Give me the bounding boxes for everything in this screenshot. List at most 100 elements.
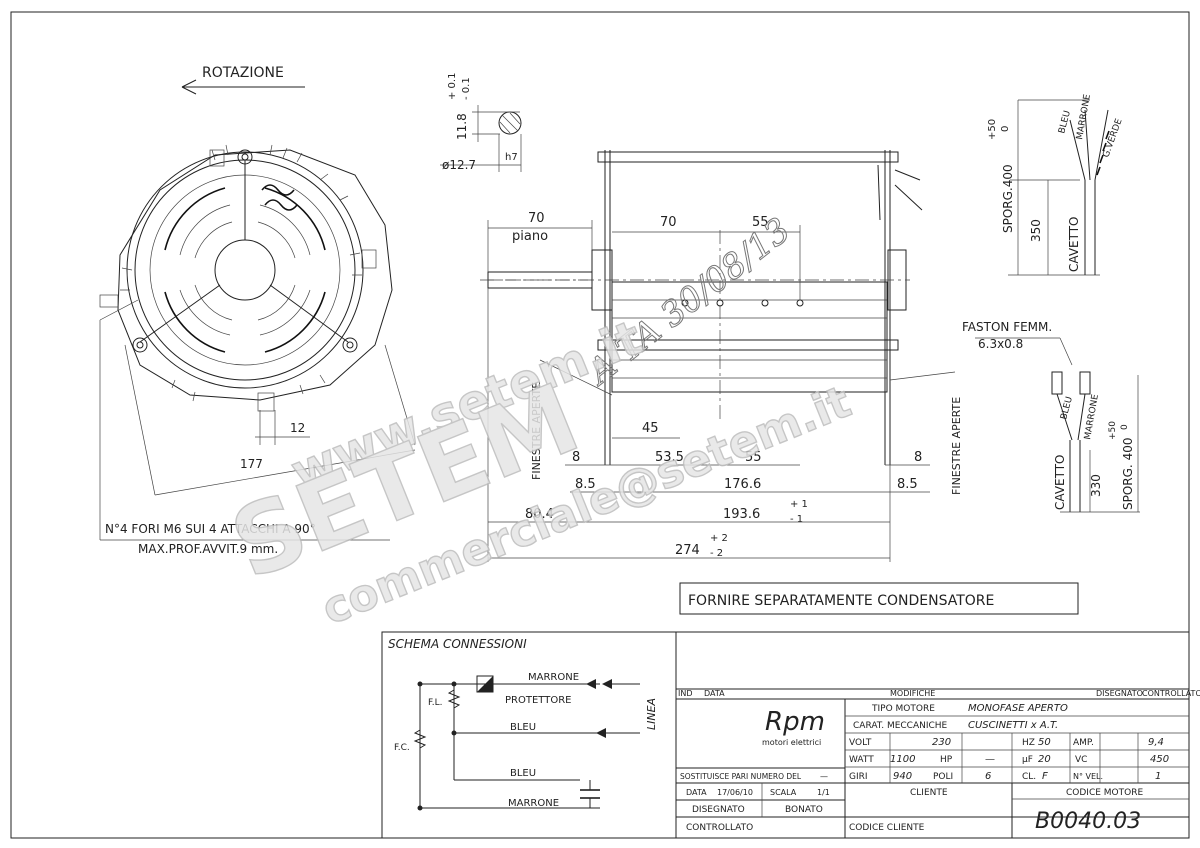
schema-fc: F.C.: [394, 743, 410, 753]
dim-70-top: 70: [528, 211, 545, 226]
class-value: F: [1042, 771, 1048, 782]
svg-text:CODICE CLIENTE: CODICE CLIENTE: [849, 823, 925, 833]
wire-marrone-bottom: MARRONE: [1083, 393, 1101, 440]
dim-193-6: 193.6: [723, 507, 760, 522]
cable-detail-top: SPORG.400 +50 0 350 CAVETTO BLEU MARRONE…: [987, 93, 1125, 276]
finestre-aperte-right: FINESTRE APERTE: [950, 397, 963, 495]
mechanical-features: CUSCINETTI x A.T.: [968, 720, 1058, 731]
rotation-label: ROTAZIONE: [202, 65, 284, 81]
dim-11-8: 11.8: [455, 113, 469, 140]
rotation-arrow-icon: [181, 79, 197, 95]
dim-12: 12: [290, 421, 305, 435]
svg-text:CONTROLLATO: CONTROLLATO: [1142, 689, 1200, 698]
svg-text:—: —: [985, 754, 995, 765]
front-view: 12 177 N°4 FORI M6 SUI 4 ATTACCHI A 90° …: [99, 144, 416, 556]
cable-detail-bottom: FASTON FEMM. 6.3x0.8 CAVETTO 330 SPORG. …: [962, 320, 1140, 513]
dim-55: 55: [752, 215, 769, 230]
wire-gverde-top: G.VERDE: [1101, 117, 1124, 159]
svg-text:IND: IND: [678, 689, 693, 698]
rpm-logo: Rpm: [765, 707, 825, 737]
finestre-aperte-left: FINESTRE APERTE: [530, 382, 543, 480]
motor-code: B0040.03: [1035, 809, 1141, 834]
capacitor-note: FORNIRE SEPARATAMENTE CONDENSATORE: [679, 582, 1079, 615]
rpm-logo-sub: motori elettrici: [762, 738, 821, 747]
dim-8-5-right: 8.5: [897, 477, 918, 492]
dim-80-4: 80.4: [525, 507, 554, 522]
svg-text:+ 0.1: + 0.1: [447, 73, 458, 100]
svg-text:HP: HP: [940, 755, 953, 765]
mounting-note-holes: N°4 FORI M6 SUI 4 ATTACCHI A 90°: [105, 522, 316, 536]
svg-text:MODIFICHE: MODIFICHE: [890, 689, 935, 698]
volt-value: 230: [932, 737, 951, 748]
svg-text:CODICE MOTORE: CODICE MOTORE: [1066, 788, 1143, 798]
svg-text:- 1: - 1: [790, 514, 803, 525]
svg-text:+ 1: + 1: [790, 499, 808, 510]
cavetto-top: CAVETTO: [1067, 216, 1081, 272]
svg-text:CL.: CL.: [1022, 772, 1036, 782]
mounting-note-depth: MAX.PROF.AVVIT.9 mm.: [138, 542, 278, 556]
svg-text:WATT: WATT: [849, 755, 874, 765]
svg-text:h7: h7: [505, 152, 518, 163]
drawing-date: 17/06/10: [717, 788, 753, 797]
svg-text:—: —: [820, 772, 828, 781]
svg-text:CONTROLLATO: CONTROLLATO: [686, 823, 753, 833]
svg-text:CLIENTE: CLIENTE: [910, 788, 948, 798]
rpm-value: 940: [893, 771, 912, 782]
dim-53-5: 53.5: [655, 450, 684, 465]
drawn-by: BONATO: [785, 805, 823, 815]
svg-text:GIRI: GIRI: [849, 772, 868, 782]
svg-text:0: 0: [1000, 126, 1011, 132]
piano-label: piano: [512, 229, 548, 244]
drawing-scale: 1/1: [817, 788, 830, 797]
svg-text:DISEGNATO: DISEGNATO: [1096, 689, 1143, 698]
speeds-value: 1: [1155, 771, 1161, 782]
wire-bleu-bottom: BLEU: [1059, 396, 1075, 421]
sporg-400-bottom: SPORG. 400: [1121, 438, 1135, 510]
faston-size: 6.3x0.8: [978, 337, 1023, 351]
svg-text:DATA: DATA: [686, 788, 707, 797]
motor-type: MONOFASE APERTO: [968, 703, 1068, 714]
svg-text:DATA: DATA: [704, 689, 725, 698]
schema-marrone-top: MARRONE: [528, 672, 579, 683]
dim-12-7: ø12.7: [442, 158, 476, 172]
svg-text:TIPO MOTORE: TIPO MOTORE: [871, 704, 935, 714]
schema-linea: LINEA: [645, 698, 658, 730]
schema-bleu-mid: BLEU: [510, 722, 536, 733]
schema-protettore: PROTETTORE: [505, 695, 571, 706]
vc-value: 450: [1150, 754, 1169, 765]
svg-text:SCALA: SCALA: [770, 788, 797, 797]
svg-text:+ 2: + 2: [710, 533, 728, 544]
hz-value: 50: [1038, 737, 1051, 748]
wiring-schema: SCHEMA CONNESSIONI MARRONE PROTETTORE F.…: [381, 631, 677, 839]
dim-274: 274: [675, 543, 700, 558]
sporg-400-top: SPORG.400: [1001, 164, 1015, 233]
side-view: 70 piano 70 55 45 53.5 55 8 8 8.5 176.6 …: [480, 150, 963, 562]
svg-text:CARAT. MECCANICHE: CARAT. MECCANICHE: [853, 721, 948, 731]
svg-text:N° VEL.: N° VEL.: [1073, 772, 1103, 781]
uf-value: 20: [1038, 754, 1051, 765]
dim-8-left: 8: [572, 450, 580, 465]
schema-title: SCHEMA CONNESSIONI: [388, 637, 527, 651]
dim-70: 70: [660, 215, 677, 230]
svg-text:SOSTITUISCE PARI NUMERO DEL: SOSTITUISCE PARI NUMERO DEL: [680, 772, 802, 781]
watt-value: 1100: [890, 754, 915, 765]
dim-350: 350: [1029, 219, 1043, 242]
faston-label: FASTON FEMM.: [962, 320, 1052, 334]
amp-value: 9,4: [1148, 737, 1164, 748]
capacitor-note-text: FORNIRE SEPARATAMENTE CONDENSATORE: [688, 593, 994, 609]
dim-55-b: 55: [745, 450, 762, 465]
dim-177: 177: [240, 457, 263, 471]
svg-text:- 2: - 2: [710, 548, 723, 559]
sheet-frame: [10, 11, 1190, 839]
rotation-indicator: ROTAZIONE: [181, 65, 305, 95]
poles-value: 6: [985, 771, 991, 782]
svg-text:- 0.1: - 0.1: [461, 77, 472, 100]
svg-text:VOLT: VOLT: [849, 738, 872, 748]
svg-text:POLI: POLI: [933, 772, 953, 782]
svg-text:+50: +50: [1108, 421, 1118, 440]
svg-text:VC: VC: [1075, 755, 1087, 765]
svg-text:HZ: HZ: [1022, 738, 1035, 748]
watermark: www.setem.it SETEM commerciale@setem.it: [216, 309, 859, 636]
dim-330: 330: [1089, 474, 1103, 497]
